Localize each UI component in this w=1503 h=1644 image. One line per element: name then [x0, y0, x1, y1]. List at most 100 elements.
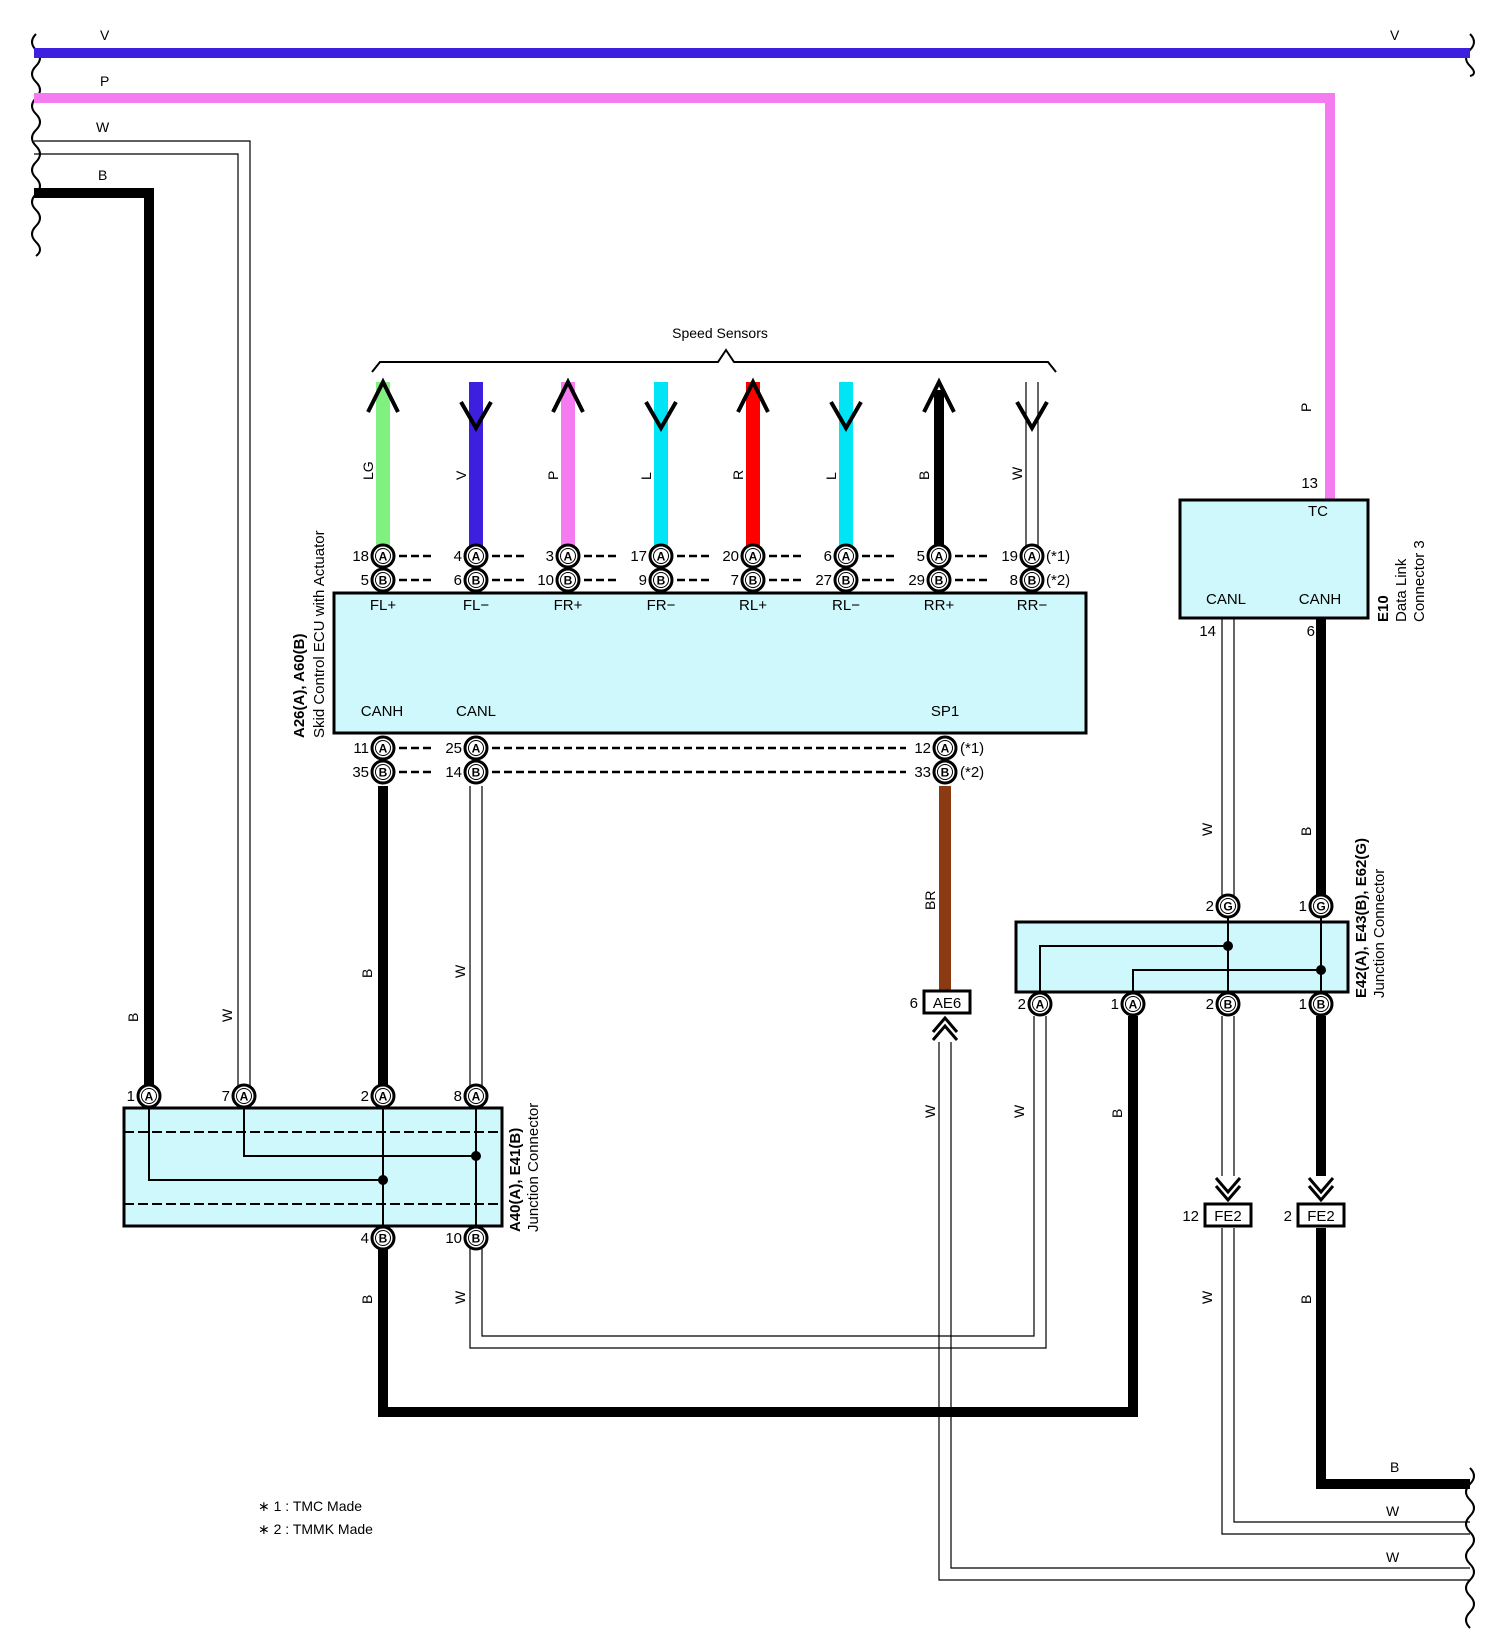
ae6-label: AE6 [933, 995, 961, 1012]
svg-text:12: 12 [914, 740, 931, 757]
ecu-terminal-0: FL+ [370, 597, 397, 614]
ecu-canh-b: B 35 [352, 759, 396, 785]
fe2-pin-2: 2 [1284, 1208, 1292, 1225]
svg-text:B: B [941, 766, 950, 780]
svg-text:B: B [379, 1232, 388, 1246]
wire-e43b2 [1221, 1016, 1235, 1176]
jc-left-name-2: Junction Connector [525, 1103, 542, 1232]
dlc-name-1: E10 [1375, 595, 1392, 622]
svg-text:9: 9 [639, 572, 647, 589]
wire-w-top [34, 140, 251, 1096]
jc-left-name-1: A40(A), E41(B) [507, 1128, 524, 1232]
label-b-fe2-2: B [1298, 1295, 1314, 1304]
dlc-pin-canh: 6 [1307, 623, 1315, 640]
svg-text:B: B [1028, 574, 1037, 588]
svg-text:A: A [379, 550, 388, 564]
svg-text:29: 29 [908, 572, 925, 589]
dlc-canl-label: CANL [1206, 591, 1246, 608]
ecu-pin-a-2: A3 [546, 543, 581, 569]
svg-text:A: A [379, 742, 388, 756]
dlc-name-3: Connector 3 [1411, 540, 1428, 622]
label-w-bottom-2: W [1386, 1549, 1400, 1565]
jc-left-a7: A7 [222, 1083, 257, 1109]
svg-text:1: 1 [1299, 898, 1307, 915]
svg-text:6: 6 [824, 548, 832, 565]
svg-text:A: A [472, 1090, 481, 1104]
svg-text:10: 10 [445, 1230, 462, 1247]
ecu-terminal-4: RL+ [739, 597, 767, 614]
ecu-terminal-1: FL− [463, 597, 490, 614]
ecu-pin-b-4: B7 [731, 567, 766, 593]
ecu-pin-a-0: A 18 [352, 543, 396, 569]
label-b-ecu-canh: B [359, 969, 375, 978]
svg-text:A: A [1129, 998, 1138, 1012]
svg-text:A: A [240, 1090, 249, 1104]
svg-text:B: B [379, 766, 388, 780]
ae6-pin: 6 [910, 995, 918, 1012]
right-break-marks-bottom [1465, 1467, 1475, 1629]
ecu-pin-a-6: A5 [917, 543, 952, 569]
label-sensor-r: R [730, 470, 746, 480]
dlc-canh-label: CANH [1299, 591, 1342, 608]
wire-p-top [34, 93, 1335, 500]
fe2-connector-2: FE2 2 [1284, 1177, 1346, 1228]
svg-text:20: 20 [722, 548, 739, 565]
ecu-canl-a: A25 [445, 735, 489, 761]
fe2-label-12: FE2 [1214, 1208, 1242, 1225]
ecu-name-1: A26(A), A60(B) [291, 634, 308, 738]
label-sensor-l1: L [638, 472, 654, 480]
svg-text:A: A [379, 1090, 388, 1104]
ecu-note-b2: (*2) [960, 764, 984, 781]
ecu-sp1-a: A12 [914, 735, 958, 761]
dlc-box [1178, 498, 1370, 620]
ecu-canh-label: CANH [361, 703, 404, 720]
svg-text:4: 4 [454, 548, 462, 565]
svg-text:6: 6 [454, 572, 462, 589]
svg-text:7: 7 [222, 1088, 230, 1105]
svg-text:1: 1 [1299, 996, 1307, 1013]
fe2-pin-12: 12 [1182, 1208, 1199, 1225]
svg-text:18: 18 [352, 548, 369, 565]
svg-text:1: 1 [127, 1088, 135, 1105]
jc-left-a8: A8 [454, 1083, 489, 1109]
jc-right-splice-1 [1223, 941, 1233, 951]
svg-text:B: B [472, 1232, 481, 1246]
ecu-pin-b-7: B8 [1010, 567, 1045, 593]
jc-right-box [1014, 920, 1350, 994]
svg-text:B: B [472, 574, 481, 588]
svg-text:8: 8 [454, 1088, 462, 1105]
label-w-dlc: W [1199, 822, 1215, 836]
ecu-pin-b-0: B5 [361, 567, 396, 593]
svg-text:35: 35 [352, 764, 369, 781]
ecu-pin-a-3: A17 [630, 543, 674, 569]
jc-left-a2: A2 [361, 1083, 396, 1109]
svg-text:2: 2 [1206, 996, 1214, 1013]
speed-sensor-bracket [371, 348, 1057, 373]
svg-text:1: 1 [1111, 996, 1119, 1013]
svg-text:A: A [749, 550, 758, 564]
ecu-canl-label: CANL [456, 703, 496, 720]
jc-right-splice-2 [1316, 965, 1326, 975]
dlc-pin-canl: 14 [1199, 623, 1216, 640]
jc-right-g1: G1 [1299, 893, 1334, 919]
ecu-terminal-2: FR+ [554, 597, 583, 614]
label-p-top: P [100, 73, 109, 89]
ecu-terminal-6: RR+ [924, 597, 955, 614]
dlc-pin-tc: 13 [1301, 475, 1318, 492]
svg-text:11: 11 [353, 740, 369, 757]
sensor-wire-l2 [829, 382, 863, 548]
dlc-tc-label: TC [1308, 503, 1328, 520]
jc-right-a1: A1 [1111, 991, 1146, 1017]
svg-text:A: A [657, 550, 666, 564]
svg-text:B: B [1224, 998, 1233, 1012]
svg-text:B: B [564, 574, 573, 588]
jc-right-b1: B1 [1299, 991, 1334, 1017]
jc-right-name-1: E42(A), E43(B), E62(G) [1353, 838, 1370, 998]
svg-text:7: 7 [731, 572, 739, 589]
ecu-pin-a-4: A 20 [722, 543, 766, 569]
label-w-top: W [96, 119, 110, 135]
ecu-pin-b-5: B27 [815, 567, 859, 593]
jc-right-a2: A2 [1018, 991, 1053, 1017]
fe2-label-2: FE2 [1307, 1208, 1335, 1225]
